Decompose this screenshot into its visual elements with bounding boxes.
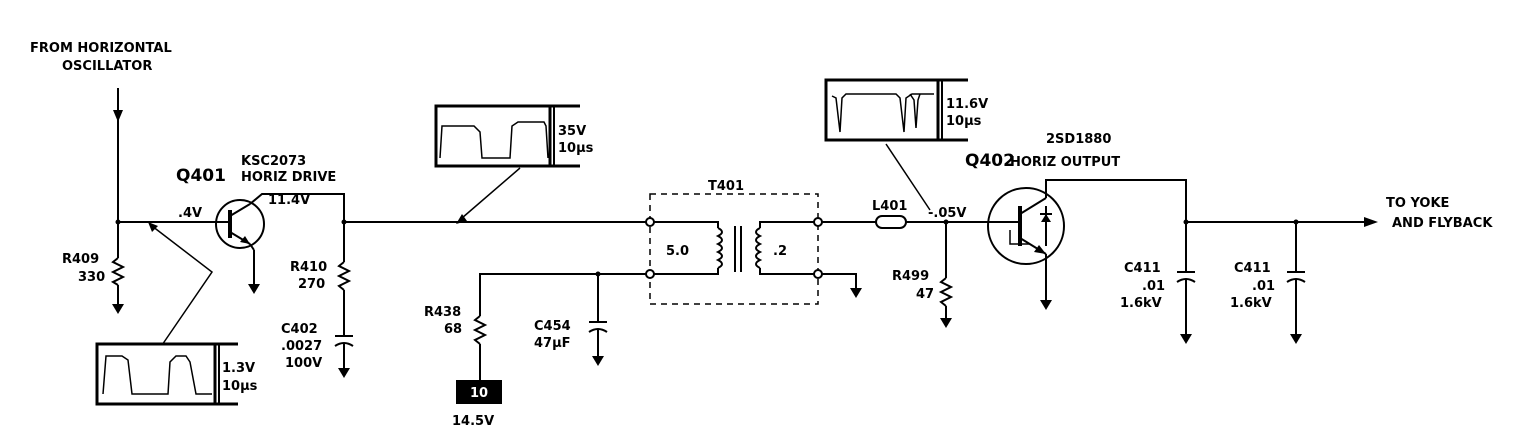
scope2-probe-line [461,167,521,219]
q402-ground-icon [1040,300,1052,310]
r499-value: 47 [916,287,934,302]
r409-resistor [110,222,126,314]
c402-ground-icon [338,368,350,378]
output-label-line2: AND FLYBACK [1392,216,1493,231]
q401-base-voltage: .4V [178,206,202,221]
q401-function: HORIZ DRIVE [241,170,336,185]
r438-resistor [472,315,488,380]
scope2-probe-tip-icon [456,214,467,224]
c411b-rating: 1.6kV [1230,296,1272,311]
c454-ground-icon [592,356,604,366]
q401-ref: Q401 [176,166,226,186]
scope2-volts: 35V [558,124,586,139]
c411b-ground-icon [1290,334,1302,344]
c411a-rating: 1.6kV [1120,296,1162,311]
q401-ground-icon [248,284,260,294]
r438-ref: R438 [424,305,461,320]
q402-transistor [987,179,1187,310]
scope2-time: 10µs [558,141,594,156]
c454-value: 47µF [534,336,571,351]
c411a-capacitor [1176,222,1196,344]
t401-secondary-ground-wire [822,273,857,288]
r499-ground-icon [940,318,952,328]
scope3-waveform-box [824,78,968,142]
input-label-line1: FROM HORIZONTAL [30,41,172,56]
scope1-probe-tip-icon [148,222,158,232]
supply-pin-box [456,380,502,404]
c411b-value: .01 [1252,279,1275,294]
scope1-volts: 1.3V [222,361,255,376]
q402-function: HORIZ OUTPUT [1010,155,1120,170]
scope3-probe-line [885,143,931,211]
t401-ground-icon [850,288,862,298]
scope1-waveform-box [95,342,238,406]
scope3-volts: 11.6V [946,97,988,112]
scope2-waveform-box [434,104,580,168]
c411b-capacitor [1286,222,1306,344]
r410-value: 270 [298,277,325,292]
q402-part: 2SD1880 [1046,132,1111,147]
l401-inductor [875,215,907,229]
c411a-ref: C411 [1124,261,1161,276]
q402-base-voltage: -.05V [928,206,967,221]
supply-wire [479,273,646,316]
c454-capacitor [588,274,608,366]
q401-part: KSC2073 [241,154,306,169]
c402-capacitor [334,335,354,378]
c454-ref: C454 [534,319,571,334]
r438-value: 68 [444,322,462,337]
t401-secondary-ratio: .2 [773,244,787,259]
r410-resistor [336,222,352,336]
q401-collector-voltage: 11.4V [268,193,310,208]
c402-value: .0027 [281,339,322,354]
output-label-line1: TO YOKE [1386,196,1449,211]
c411a-value: .01 [1142,279,1165,294]
supply-pin-number: 10 [470,386,488,401]
q402-damper-diode-icon [1041,214,1051,222]
r410-ref: R410 [290,260,327,275]
supply-voltage: 14.5V [452,414,494,429]
scope3-time: 10µs [946,114,982,129]
output-arrow-icon [1364,217,1378,227]
q402-ref: Q402 [965,151,1015,171]
scope1-time: 10µs [222,379,258,394]
r499-resistor [938,222,954,328]
input-arrow-icon [113,110,123,122]
c411b-ref: C411 [1234,261,1271,276]
scope1-probe-line [151,225,214,349]
q401-transistor [215,193,345,294]
c402-rating: 100V [285,356,322,371]
r409-ref: R409 [62,252,99,267]
r409-value: 330 [78,270,105,285]
r409-ground-icon [112,304,124,314]
r499-ref: R499 [892,269,929,284]
t401-primary-ratio: 5.0 [666,244,689,259]
t401-ref: T401 [708,179,744,194]
c411a-ground-icon [1180,334,1192,344]
l401-ref: L401 [872,199,907,214]
c402-ref: C402 [281,322,318,337]
input-label-line2: OSCILLATOR [62,59,152,74]
